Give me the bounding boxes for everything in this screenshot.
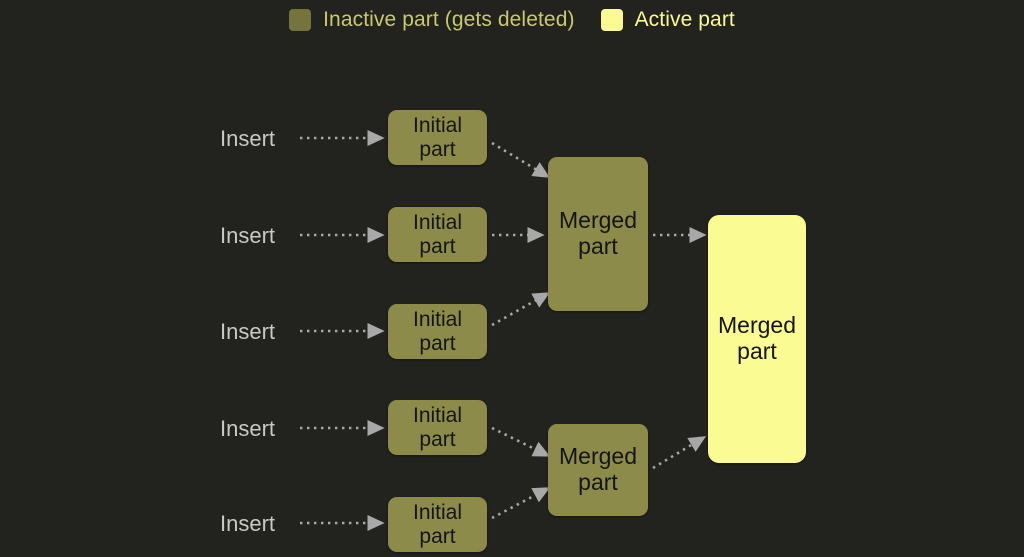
legend-label-active: Active part bbox=[634, 8, 735, 31]
arrow-initial-4-to-merged-2 bbox=[491, 426, 551, 457]
initial-part-node-3[interactable]: Initial part bbox=[388, 304, 487, 359]
insert-label-2: Insert bbox=[220, 223, 276, 248]
legend-item-active: Active part bbox=[600, 8, 735, 32]
legend-label-inactive: Inactive part (gets deleted) bbox=[323, 8, 575, 31]
insert-label-1: Insert bbox=[220, 126, 276, 151]
insert-label-3: Insert bbox=[220, 319, 276, 344]
legend-item-inactive: Inactive part (gets deleted) bbox=[289, 8, 574, 32]
arrow-initial-3-to-merged-1 bbox=[491, 292, 551, 327]
initial-part-node-1[interactable]: Initial part bbox=[388, 110, 487, 165]
final-merged-part-node[interactable]: Merged part bbox=[708, 215, 806, 463]
arrow-initial-1-to-merged-1 bbox=[491, 141, 551, 178]
merged-part-node-1[interactable]: Merged part bbox=[548, 157, 648, 311]
initial-part-node-4[interactable]: Initial part bbox=[388, 400, 487, 455]
legend: Inactive part (gets deleted) Active part bbox=[0, 8, 1024, 32]
arrow-merged-2-to-final bbox=[652, 436, 707, 470]
insert-label-4: Insert bbox=[220, 416, 276, 441]
legend-swatch-inactive-icon bbox=[289, 9, 312, 31]
arrow-initial-5-to-merged-2 bbox=[491, 487, 551, 520]
legend-swatch-active-icon bbox=[600, 9, 623, 31]
insert-label-5: Insert bbox=[220, 511, 276, 536]
initial-part-node-2[interactable]: Initial part bbox=[388, 207, 487, 262]
merged-part-node-2[interactable]: Merged part bbox=[548, 424, 648, 516]
initial-part-node-5[interactable]: Initial part bbox=[388, 497, 487, 552]
